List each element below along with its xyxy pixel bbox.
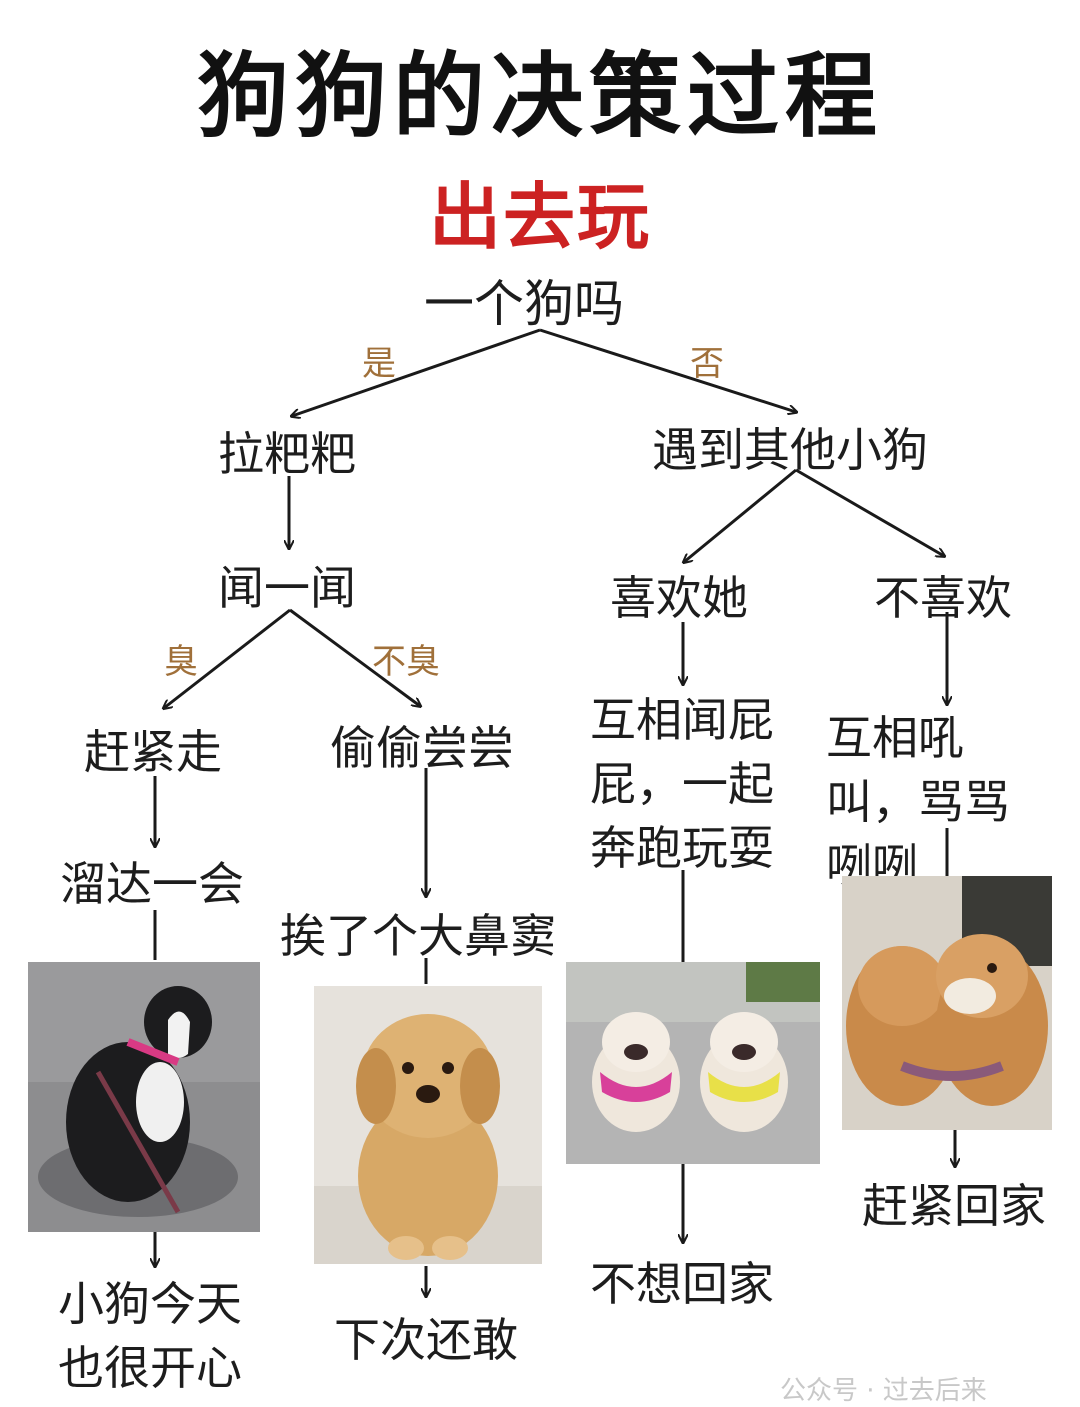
node-bark: 互相吼叫，骂骂咧咧 xyxy=(826,711,1010,893)
node-sniff: 闻一闻 xyxy=(218,561,356,615)
edge-label-yes: 是 xyxy=(362,344,396,384)
edge-meet-like xyxy=(684,468,797,562)
edge-label-not-smelly: 不臭 xyxy=(372,642,440,682)
edge-sniff-leave xyxy=(164,608,291,708)
node-root: 一个狗吗 xyxy=(424,275,624,333)
watermark: 公众号 · 过去后来 xyxy=(780,1376,987,1406)
node-no-home: 不想回家 xyxy=(590,1257,774,1311)
french-bulldogs-photo xyxy=(566,962,820,1164)
page-subtitle: 出去玩 xyxy=(428,175,651,259)
node-smack: 挨了个大鼻窦 xyxy=(280,909,556,963)
border-collie-photo xyxy=(28,962,260,1232)
edge-meet-dislike xyxy=(795,468,944,556)
edge-label-no: 否 xyxy=(690,344,724,384)
golden-puppy-photo xyxy=(314,986,542,1264)
node-like: 喜欢她 xyxy=(610,571,748,625)
node-leave: 赶紧走 xyxy=(84,725,222,779)
shiba-inus-photo xyxy=(842,876,1052,1130)
node-poop: 拉粑粑 xyxy=(218,427,356,481)
node-dislike: 不喜欢 xyxy=(874,571,1012,625)
node-mutual-sniff: 互相闻屁屁，一起奔跑玩耍 xyxy=(590,693,774,875)
node-go-home: 赶紧回家 xyxy=(862,1179,1046,1233)
node-happy: 小狗今天也很开心 xyxy=(58,1277,242,1395)
edge-sniff-taste xyxy=(289,608,420,706)
node-taste: 偷偷尝尝 xyxy=(330,721,514,775)
edge-root-poop xyxy=(292,328,541,416)
node-again: 下次还敢 xyxy=(334,1313,518,1367)
edge-root-meet xyxy=(539,328,796,412)
node-meet: 遇到其他小狗 xyxy=(652,423,928,477)
node-stroll: 溜达一会 xyxy=(60,857,244,911)
page-title: 狗狗的决策过程 xyxy=(196,43,883,150)
edge-label-smelly: 臭 xyxy=(164,642,198,682)
